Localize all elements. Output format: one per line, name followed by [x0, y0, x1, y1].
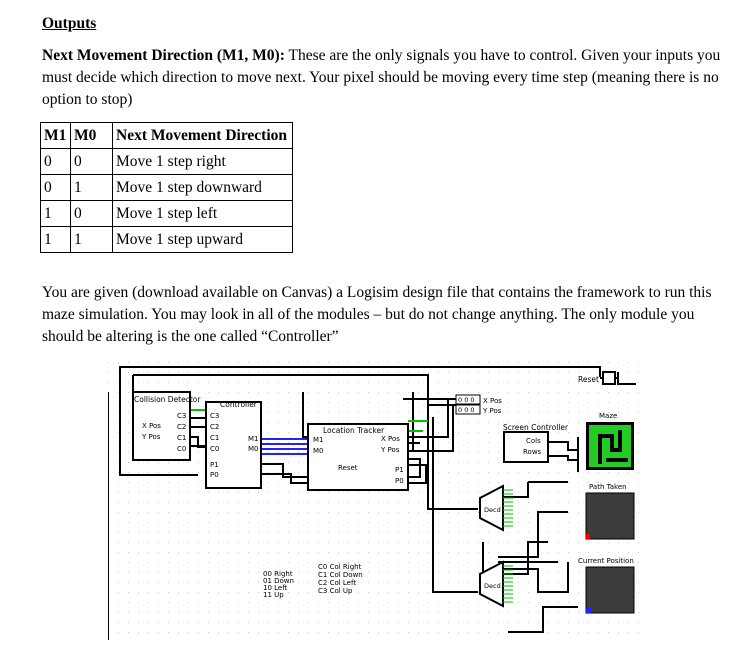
controller-title: Controller	[220, 400, 258, 409]
legend-item: C0 Col Right	[318, 563, 362, 571]
screen-rows-label: Rows	[523, 448, 542, 456]
position-decoder-label: Decd	[484, 582, 501, 590]
outputs-heading: Outputs	[42, 15, 97, 32]
controller-p1-label: P1	[210, 461, 219, 469]
tracker-p1-label: P1	[395, 466, 404, 474]
path-taken-display	[585, 492, 635, 540]
legend-item: 11 Up	[263, 591, 284, 599]
ypos-probe-digits: 0 0 0	[458, 406, 475, 414]
xpos-probe-digits: 0 0 0	[458, 396, 475, 404]
collision-c3-label: C3	[177, 412, 186, 420]
logisim-circuit-diagram: Collision Detector X Pos Y Pos C3 C2 C1 …	[108, 362, 643, 640]
tracker-p0-label: P0	[395, 477, 404, 485]
ypos-probe	[455, 404, 481, 415]
location-tracker-box[interactable]	[307, 423, 409, 491]
cell-m0: 1	[70, 174, 113, 201]
controller-c3-label: C3	[210, 412, 219, 420]
tracker-xpos-label: X Pos	[381, 435, 400, 443]
header-m1: M1	[40, 122, 71, 149]
data-buses	[261, 438, 308, 455]
path-decoder-outputs	[503, 489, 513, 527]
legend-item: 01 Down	[263, 577, 294, 585]
movement-label: Next Movement Direction (M1, M0):	[42, 47, 285, 64]
legend-item: C2 Col Left	[318, 579, 356, 587]
cell-m1: 1	[40, 226, 71, 253]
tracker-m1-label: M1	[313, 436, 324, 444]
controller-m0-label: M0	[248, 445, 259, 453]
collision-ypos-label: Y Pos	[141, 433, 161, 441]
path-taken-label: Path Taken	[589, 483, 627, 491]
cell-direction: Move 1 step upward	[112, 226, 293, 253]
tracker-reset-label: Reset	[338, 464, 358, 472]
table-row: 1 0 Move 1 step left	[40, 200, 293, 227]
maze-label: Maze	[599, 412, 617, 420]
current-position-display	[585, 566, 635, 614]
collision-detector-box[interactable]	[132, 391, 191, 461]
movement-text: These are the only signals you have to c…	[42, 47, 721, 108]
screen-cols-label: Cols	[526, 437, 541, 445]
path-start-pixel	[586, 534, 590, 539]
legend-item: 10 Left	[263, 584, 288, 592]
active-wires	[190, 409, 428, 432]
cell-m0: 0	[70, 200, 113, 227]
controller-c2-label: C2	[210, 423, 219, 431]
collision-detector-title: Collision Detector	[134, 395, 201, 404]
cell-m1: 0	[40, 148, 71, 175]
collision-xpos-label: X Pos	[142, 422, 161, 430]
canvas-grid	[108, 362, 643, 640]
header-direction: Next Movement Direction	[112, 122, 293, 149]
current-position-pixel	[586, 608, 591, 613]
table-header-row: M1 M0 Next Movement Direction	[40, 122, 293, 149]
xpos-probe	[455, 394, 481, 405]
legend-item: 00 Right	[263, 570, 293, 578]
controller-c1-label: C1	[210, 434, 219, 442]
collision-c2-label: C2	[177, 423, 186, 431]
legend-item: C3 Col Up	[318, 587, 353, 595]
maze-walls	[598, 430, 628, 464]
controller-box[interactable]	[205, 401, 262, 489]
reset-button[interactable]	[602, 371, 616, 385]
controller-p0-label: P0	[210, 471, 219, 479]
wires	[108, 366, 636, 640]
table-row: 0 1 Move 1 step downward	[40, 174, 293, 201]
cell-direction: Move 1 step right	[112, 148, 293, 175]
cell-direction: Move 1 step left	[112, 200, 293, 227]
direction-table: M1 M0 Next Movement Direction 0 0 Move 1…	[40, 122, 293, 253]
collision-c1-label: C1	[177, 434, 186, 442]
controller-c0-label: C0	[210, 445, 219, 453]
collision-legend: C0 Col Right C1 Col Down C2 Col Left C3 …	[318, 563, 363, 595]
header-m0: M0	[70, 122, 113, 149]
cell-m1: 0	[40, 174, 71, 201]
path-decoder[interactable]	[479, 484, 504, 532]
probe-xpos-label: X Pos	[483, 397, 502, 405]
cell-m0: 0	[70, 148, 113, 175]
table-row: 1 1 Move 1 step upward	[40, 226, 293, 253]
cell-direction: Move 1 step downward	[112, 174, 293, 201]
cell-m1: 1	[40, 200, 71, 227]
current-position-label: Current Position	[578, 557, 634, 565]
controller-m1-label: M1	[248, 435, 259, 443]
legend-item: C1 Col Down	[318, 571, 363, 579]
path-decoder-label: Decd	[484, 506, 501, 514]
table-row: 0 0 Move 1 step right	[40, 148, 293, 175]
position-decoder[interactable]	[479, 560, 504, 608]
reset-label: Reset	[578, 375, 599, 384]
position-decoder-outputs	[503, 565, 513, 603]
collision-c0-label: C0	[177, 445, 186, 453]
screen-controller-title: Screen Controller	[503, 423, 569, 432]
screen-controller-box[interactable]	[503, 431, 549, 463]
tracker-ypos-label: Y Pos	[380, 446, 400, 454]
movement-description: Next Movement Direction (M1, M0): These …	[42, 45, 722, 111]
location-tracker-title: Location Tracker	[323, 426, 385, 435]
movement-legend: 00 Right 01 Down 10 Left 11 Up	[263, 570, 294, 599]
cell-m0: 1	[70, 226, 113, 253]
tracker-m0-label: M0	[313, 447, 324, 455]
logisim-paragraph: You are given (download available on Can…	[42, 284, 712, 345]
probe-ypos-label: Y Pos	[482, 407, 502, 415]
